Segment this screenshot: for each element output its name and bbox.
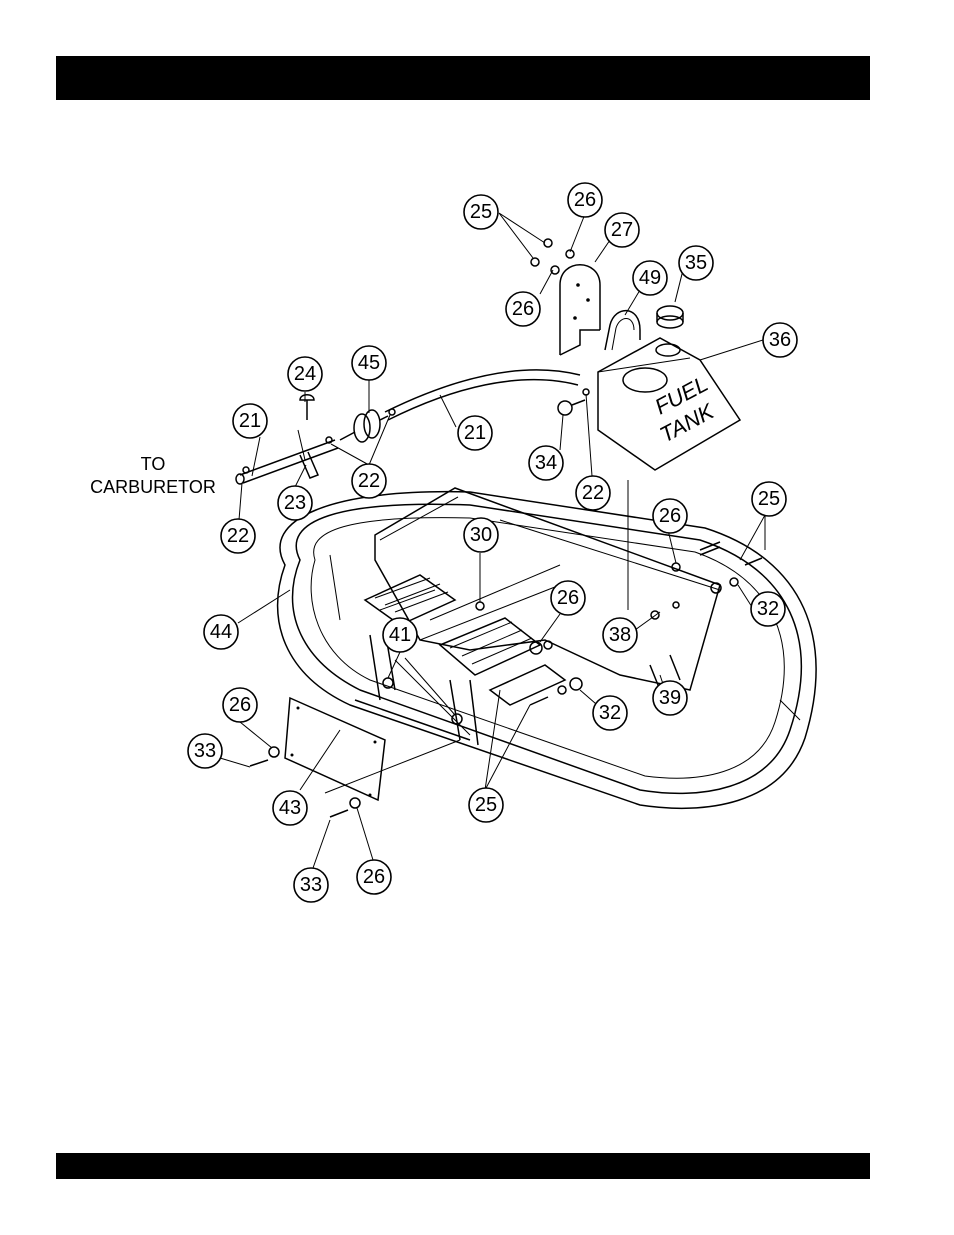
footer-bar: [56, 1153, 870, 1179]
fuel-cap: [657, 306, 683, 328]
callout-27: 27: [605, 213, 639, 247]
svg-text:45: 45: [358, 352, 380, 374]
shutoff-valve: [558, 400, 585, 415]
note-to: TO: [141, 454, 166, 474]
callout-45: 45: [352, 346, 386, 380]
callout-33: 33: [188, 734, 222, 768]
callout-32: 32: [593, 696, 627, 730]
svg-text:32: 32: [599, 702, 621, 724]
svg-text:49: 49: [639, 267, 661, 289]
svg-text:26: 26: [659, 505, 681, 527]
step-pad-left: [365, 575, 455, 625]
svg-text:21: 21: [239, 410, 261, 432]
tank-bracket: [560, 265, 600, 355]
svg-text:41: 41: [389, 624, 411, 646]
svg-text:23: 23: [284, 492, 306, 514]
callout-49: 49: [633, 261, 667, 295]
svg-text:38: 38: [609, 624, 631, 646]
callout-25: 25: [469, 788, 503, 822]
svg-text:21: 21: [464, 422, 486, 444]
callout-22: 22: [576, 476, 610, 510]
tank-strap: [605, 311, 640, 350]
step-pad-right: [440, 618, 565, 705]
svg-text:24: 24: [294, 363, 316, 385]
callout-23: 23: [278, 486, 312, 520]
svg-text:22: 22: [358, 470, 380, 492]
callout-36: 36: [763, 323, 797, 357]
callout-30: 30: [464, 518, 498, 552]
svg-text:35: 35: [685, 252, 707, 274]
callout-26: 26: [223, 688, 257, 722]
hardware: [250, 239, 762, 817]
callout-21: 21: [233, 404, 267, 438]
callout-26: 26: [551, 581, 585, 615]
callout-32: 32: [751, 592, 785, 626]
screw-24: [300, 395, 314, 420]
callout-33: 33: [294, 868, 328, 902]
svg-text:30: 30: [470, 524, 492, 546]
callout-35: 35: [679, 246, 713, 280]
svg-text:34: 34: [535, 452, 557, 474]
callout-43: 43: [273, 791, 307, 825]
callout-26: 26: [506, 292, 540, 326]
svg-text:33: 33: [300, 874, 322, 896]
svg-text:43: 43: [279, 797, 301, 819]
svg-text:26: 26: [574, 189, 596, 211]
svg-text:33: 33: [194, 740, 216, 762]
note-carburetor: CARBURETOR: [90, 477, 216, 497]
svg-text:26: 26: [363, 866, 385, 888]
callout-25: 25: [464, 195, 498, 229]
svg-text:26: 26: [512, 298, 534, 320]
callout-24: 24: [288, 357, 322, 391]
fuel-tank: FUEL TANK: [598, 338, 740, 470]
callout-21: 21: [458, 416, 492, 450]
svg-text:26: 26: [557, 587, 579, 609]
svg-text:25: 25: [475, 794, 497, 816]
svg-text:32: 32: [757, 598, 779, 620]
fuel-line: [236, 370, 580, 484]
svg-text:39: 39: [659, 687, 681, 709]
svg-text:27: 27: [611, 219, 633, 241]
callout-22: 22: [221, 519, 255, 553]
svg-text:25: 25: [758, 488, 780, 510]
callout-22: 22: [352, 464, 386, 498]
svg-text:22: 22: [227, 525, 249, 547]
svg-text:36: 36: [769, 329, 791, 351]
svg-text:22: 22: [582, 482, 604, 504]
callout-38: 38: [603, 618, 637, 652]
svg-text:26: 26: [229, 694, 251, 716]
callout-44: 44: [204, 615, 238, 649]
svg-text:44: 44: [210, 621, 232, 643]
callout-26: 26: [568, 183, 602, 217]
callout-41: 41: [383, 618, 417, 652]
frame-assembly: [278, 492, 817, 809]
svg-text:25: 25: [470, 201, 492, 223]
cover-plate: [285, 698, 385, 800]
callout-34: 34: [529, 446, 563, 480]
callout-39: 39: [653, 681, 687, 715]
callout-26: 26: [357, 860, 391, 894]
callout-25: 25: [752, 482, 786, 516]
callout-26: 26: [653, 499, 687, 533]
